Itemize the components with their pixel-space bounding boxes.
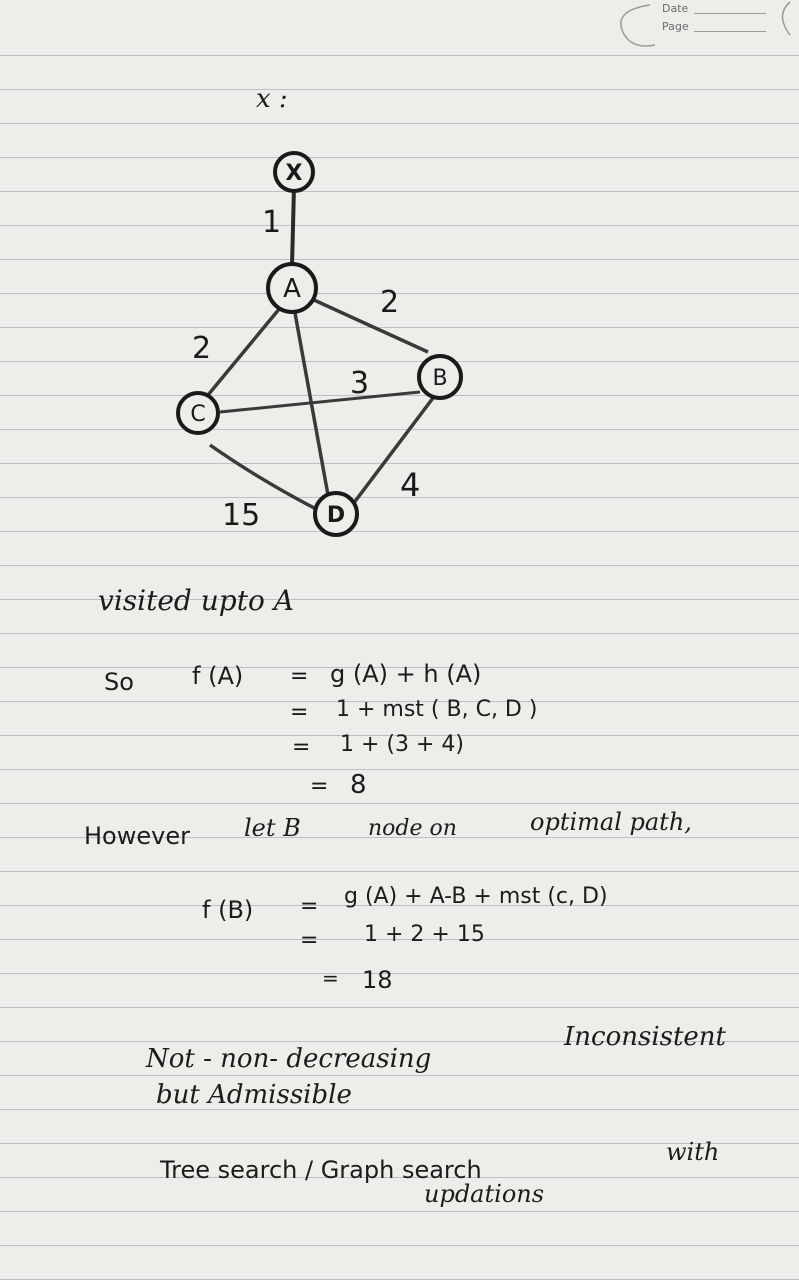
node-d [313, 491, 359, 537]
fA-lhs: f (A) [192, 662, 244, 690]
tree-graph-search-text: Tree search / Graph search [160, 1156, 482, 1184]
edge-a-c [206, 306, 282, 397]
node-b [417, 354, 463, 400]
node-a [266, 262, 318, 314]
eq-sign-1: = [290, 664, 309, 689]
date-label: Date [662, 2, 689, 15]
weight-c-b: 3 [350, 366, 369, 401]
weight-a-c: 2 [192, 331, 211, 366]
fA-rhs-4: 8 [350, 770, 367, 800]
page-label: Page [662, 20, 689, 33]
node-label-a: A [283, 274, 301, 304]
fA-rhs-2: 1 + mst ( B, C, D ) [336, 697, 538, 722]
edge-a-b [313, 298, 429, 354]
page-line [694, 31, 766, 32]
eq-sign-6: = [300, 928, 319, 953]
node-label-b: B [432, 366, 447, 391]
inconsistent-text: Inconsistent [564, 1022, 727, 1052]
page-corner-decoration [620, 1, 791, 47]
eq-sign-7: = [322, 966, 339, 990]
optimal-path-text: optimal path, [530, 808, 692, 836]
eq-sign-3: = [292, 735, 311, 760]
graph-diagram: X A B C D 1 2 2 3 4 15 [176, 151, 463, 537]
node-c [176, 391, 220, 435]
weight-b-d: 4 [400, 466, 420, 504]
weight-a-b: 2 [380, 285, 399, 320]
eq-sign-2: = [290, 700, 309, 725]
node-label-c: C [190, 402, 205, 427]
node-label-d: D [327, 503, 345, 528]
edge-x-a [290, 186, 296, 267]
however-text: However [84, 822, 190, 850]
visited-text: visited upto A [98, 584, 294, 617]
fB-rhs-2: 1 + 2 + 15 [364, 922, 485, 947]
node-on-text: node on [368, 816, 457, 841]
date-line [694, 13, 766, 14]
let-b-text: let B [244, 814, 301, 842]
weight-x-a: 1 [262, 205, 281, 240]
variable-label: x : [256, 84, 288, 114]
fB-rhs-1: g (A) + A-B + mst (c, D) [344, 884, 608, 909]
fA-rhs-3: 1 + (3 + 4) [340, 732, 464, 757]
edge-b-d [348, 396, 435, 510]
edge-c-b [219, 390, 421, 414]
eq-sign-5: = [300, 894, 319, 919]
admissible-text: but Admissible [156, 1080, 352, 1110]
weight-c-d: 15 [222, 498, 260, 533]
with-text: with [666, 1138, 720, 1166]
node-x [273, 151, 315, 193]
eq-sign-4: = [310, 774, 329, 799]
fB-rhs-3: 18 [362, 966, 393, 994]
node-label-x: X [286, 161, 303, 186]
edge-c-d [208, 443, 319, 512]
fA-rhs-1: g (A) + h (A) [330, 660, 482, 688]
fB-lhs: f (B) [202, 896, 254, 924]
not-nondecreasing-text: Not - non- decreasing [146, 1044, 432, 1074]
so-label: So [104, 668, 134, 696]
updations-text: updations [424, 1180, 545, 1208]
